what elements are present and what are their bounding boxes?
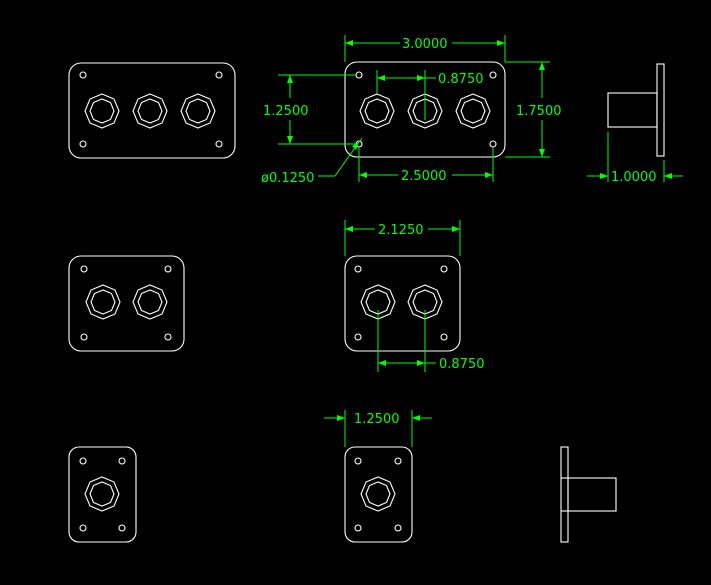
dim-hole-vertical: 1.2500 (263, 74, 356, 145)
dim-bracket-depth: 1.0000 (587, 132, 683, 185)
svg-text:2.5000: 2.5000 (401, 169, 447, 184)
bracket-side-view-bottom (560, 446, 617, 543)
svg-text:1.7500: 1.7500 (516, 104, 562, 119)
plate-3-button-left (68, 62, 236, 159)
plate-1-button-left (68, 446, 137, 543)
dim-plate2-width: 2.1250 (344, 220, 461, 256)
svg-text:3.0000: 3.0000 (402, 37, 448, 52)
svg-text:0.8750: 0.8750 (438, 72, 484, 87)
dim-hole-diameter: ø0.1250 (261, 137, 363, 186)
svg-text:1.2500: 1.2500 (263, 104, 309, 119)
plate-2-button-dimensioned (344, 255, 461, 352)
dim-plate1-width: 1.2500 (324, 410, 432, 447)
plate-1-button-dimensioned (344, 446, 413, 543)
plate-2-button-left (68, 255, 185, 352)
svg-text:0.8750: 0.8750 (439, 357, 485, 372)
dim-button-pitch-2: 0.8750 (377, 310, 485, 372)
dim-hole-horizontal: 2.5000 (358, 148, 494, 184)
svg-text:1.2500: 1.2500 (354, 412, 400, 427)
dim-plate-width: 3.0000 (344, 35, 506, 62)
dim-plate-height: 1.7500 (505, 61, 562, 158)
plate-3-button-dimensioned (344, 61, 506, 158)
svg-text:1.0000: 1.0000 (611, 170, 657, 185)
svg-text:2.1250: 2.1250 (378, 223, 424, 238)
bracket-side-view-top (607, 63, 665, 157)
dim-button-pitch: 0.8750 (376, 70, 484, 120)
svg-text:ø0.1250: ø0.1250 (261, 171, 314, 186)
